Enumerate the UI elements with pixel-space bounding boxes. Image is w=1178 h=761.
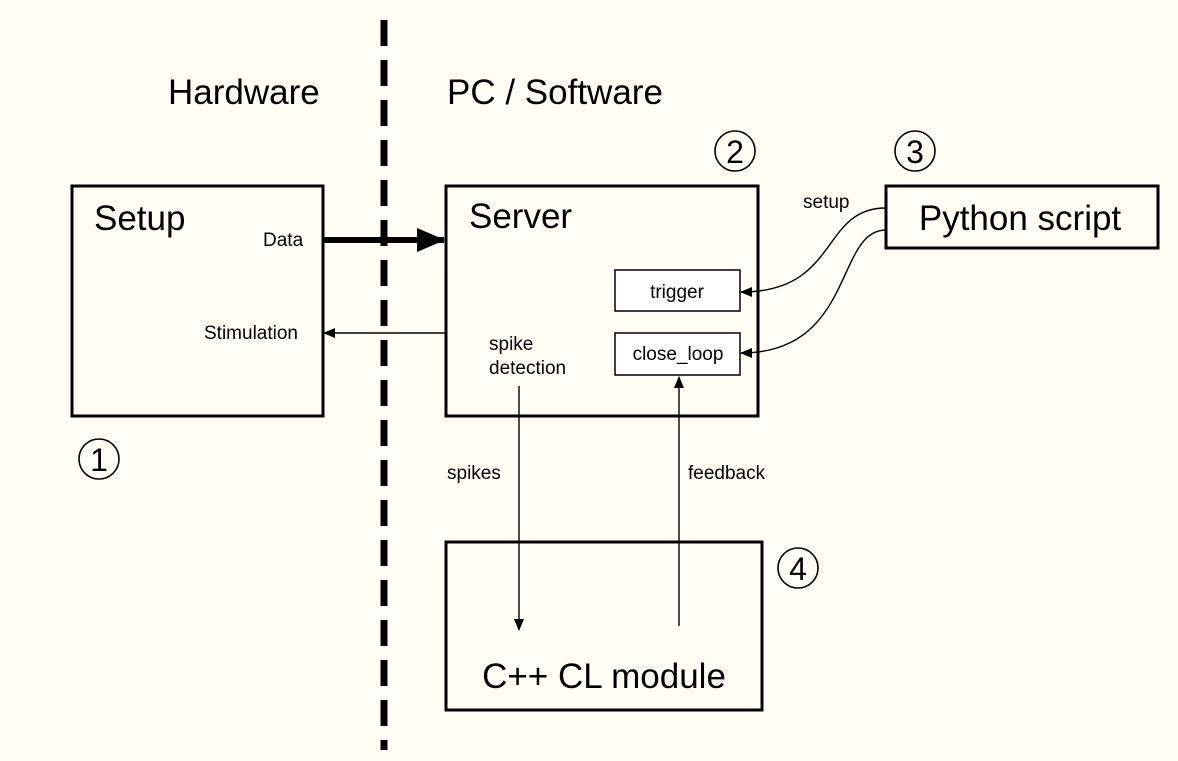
spike-detection-label-line1: spike — [489, 334, 533, 355]
svg-text:4: 4 — [789, 551, 807, 587]
software-heading: PC / Software — [447, 73, 663, 112]
marker-1: 1 — [78, 438, 120, 480]
setup-box — [70, 184, 325, 418]
trigger-box — [614, 269, 741, 312]
setup-title: Setup — [94, 199, 185, 238]
cl-module-title: C++ CL module — [482, 657, 726, 696]
svg-text:1: 1 — [90, 442, 108, 478]
marker-4: 4 — [777, 547, 819, 589]
feedback-label: feedback — [688, 463, 766, 484]
server-title: Server — [469, 197, 572, 236]
close-loop-box — [614, 332, 741, 376]
setup-arrow-label: setup — [803, 192, 849, 213]
server-box — [444, 184, 760, 418]
stimulation-label: Stimulation — [204, 323, 298, 344]
python-script-box — [884, 184, 1160, 250]
close-loop-label: close_loop — [633, 344, 724, 365]
trigger-label: trigger — [650, 282, 705, 303]
data-label: Data — [263, 230, 304, 251]
marker-3: 3 — [894, 130, 936, 172]
hardware-heading: Hardware — [168, 73, 320, 112]
cl-module-box — [444, 540, 764, 712]
python-script-title: Python script — [919, 199, 1122, 238]
svg-text:3: 3 — [906, 134, 924, 170]
marker-2: 2 — [714, 130, 756, 172]
spikes-label: spikes — [447, 463, 501, 484]
svg-text:2: 2 — [726, 134, 744, 170]
spike-detection-label-line2: detection — [489, 358, 566, 379]
python-to-close-loop-arrow — [740, 229, 887, 358]
python-to-trigger-arrow — [740, 207, 887, 297]
